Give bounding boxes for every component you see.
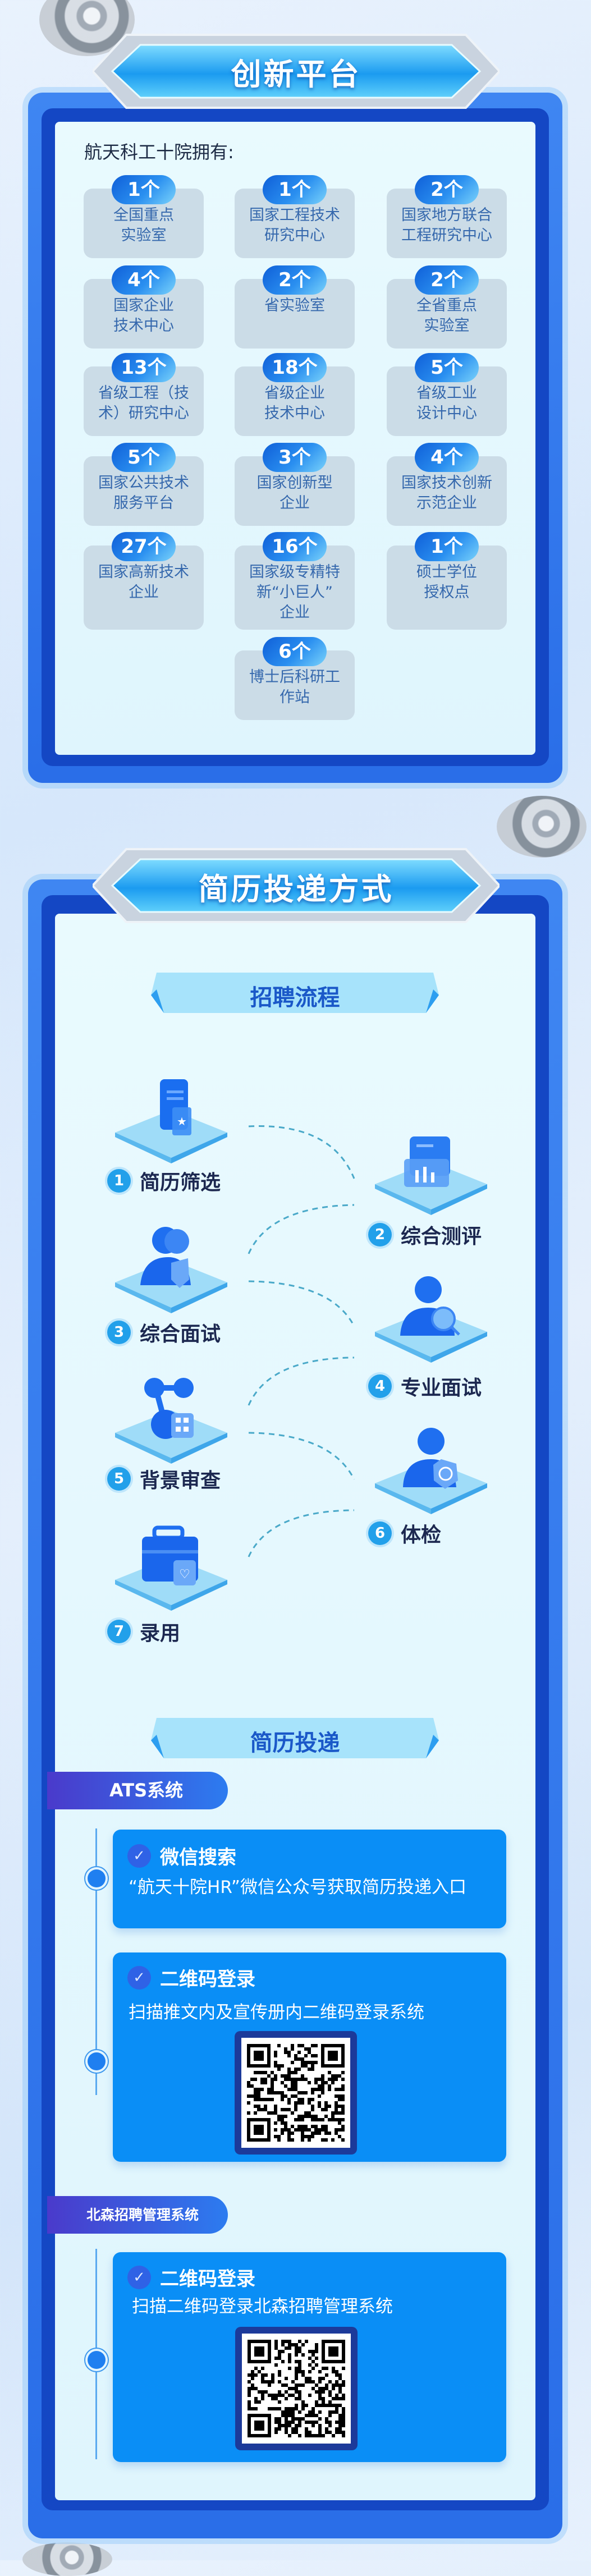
step-number: 1 [107, 1169, 131, 1193]
check-icon: ✓ [127, 2265, 151, 2289]
beisen-qr-code[interactable] [235, 2327, 358, 2450]
connector-line [248, 1356, 355, 1406]
step-label: 背景审查 [140, 1469, 221, 1492]
ats-qr-card: ✓ 二维码登录 扫描推文内及宣传册内二维码登录系统 [113, 1952, 506, 2162]
step-label: 综合测评 [401, 1225, 482, 1248]
connector-line [248, 1509, 355, 1557]
platform-count-badge: 1个 [263, 175, 327, 204]
process-step: 2 综合测评 [368, 1220, 482, 1249]
platform-count-badge: 6个 [263, 637, 327, 666]
card-body: 扫描二维码登录北森招聘管理系统 [132, 2297, 393, 2317]
platform-card: 博士后科研工 作站 [235, 650, 355, 720]
platform-count-badge: 1个 [415, 532, 479, 561]
satellite-image [22, 2542, 112, 2576]
step-label: 简历筛选 [140, 1171, 221, 1194]
ats-label-text: ATS系统 [109, 1780, 184, 1801]
platform-count-badge: 1个 [112, 175, 176, 204]
connector-line [248, 1432, 355, 1480]
step-label: 综合面试 [140, 1323, 221, 1346]
submit-banner [151, 1718, 439, 1758]
intro-text: 航天科工十院拥有: [84, 141, 234, 163]
step-label: 体检 [401, 1524, 442, 1547]
process-step: 3 综合面试 [107, 1318, 221, 1347]
platform-count-badge: 27个 [112, 532, 176, 561]
timeline-dot [88, 1869, 106, 1887]
step-number: 6 [368, 1521, 392, 1545]
process-title: 招聘流程 [250, 985, 340, 1011]
timeline-line [95, 1828, 97, 2095]
platform-count-badge: 2个 [415, 175, 479, 204]
submit-title: 简历投递 [250, 1730, 340, 1756]
step-number: 2 [368, 1223, 392, 1246]
section-title-banner [93, 34, 500, 109]
check-icon: ✓ [127, 1965, 151, 1990]
step-label: 录用 [140, 1622, 181, 1645]
process-connectors [248, 1125, 355, 1557]
card-title: 微信搜索 [160, 1846, 236, 1869]
platform-card: 省级企业 技术中心 [235, 366, 355, 436]
platform-count-badge: 18个 [263, 353, 327, 382]
section-title: 创新平台 [231, 57, 361, 92]
process-step: 7 录用 [107, 1617, 180, 1646]
process-step: 4 专业面试 [368, 1372, 482, 1401]
beisen-qr-card: ✓ 二维码登录 扫描二维码登录北森招聘管理系统 [113, 2252, 506, 2462]
platform-count-badge: 5个 [415, 353, 479, 382]
process-step: 1 简历筛选 [107, 1166, 221, 1195]
connector-line [248, 1280, 355, 1327]
briefcase-heart-icon: ♡ [115, 1525, 227, 1611]
platform-count-badge: 2个 [415, 265, 479, 295]
qr-code-image [247, 2044, 345, 2142]
process-step: 5 背景审查 [107, 1464, 221, 1493]
process-step: 6 体检 [368, 1519, 441, 1548]
step-number: 7 [107, 1620, 131, 1643]
platform-count-badge: 2个 [263, 265, 327, 295]
platform-count-badge: 13个 [112, 353, 176, 382]
connector-line [248, 1125, 355, 1179]
card-body: “航天十院HR”微信公众号获取简历投递入口 [129, 1877, 466, 1897]
card-body: 扫描推文内及宣传册内二维码登录系统 [129, 2002, 424, 2023]
section-title: 简历投递方式 [198, 872, 394, 907]
process-banner [151, 973, 439, 1013]
timeline-dot [88, 2351, 106, 2369]
platform-count-badge: 3个 [263, 443, 327, 472]
person-search-icon [375, 1276, 487, 1363]
svg-text:♡: ♡ [179, 1567, 190, 1582]
step-label: 专业面试 [401, 1377, 482, 1400]
beisen-label-text: 北森招聘管理系统 [86, 2207, 199, 2223]
satellite-image [497, 796, 587, 858]
ats-qr-code[interactable] [235, 2031, 357, 2155]
svg-text:★: ★ [177, 1115, 187, 1128]
person-target-icon [375, 1428, 487, 1514]
group-interview-icon [115, 1227, 227, 1313]
network-grid-icon [115, 1378, 227, 1464]
platform-count-badge: 4个 [415, 443, 479, 472]
step-number: 5 [107, 1467, 131, 1491]
step-number: 4 [368, 1374, 392, 1398]
card-title: 二维码登录 [160, 1968, 255, 1991]
section-title-banner [93, 848, 500, 923]
ats-label: ATS系统 [47, 1772, 228, 1809]
timeline-dot [88, 2052, 106, 2070]
connector-line [248, 1204, 355, 1254]
wechat-search-card: ✓ 微信搜索 “航天十院HR”微信公众号获取简历投递入口 [113, 1830, 506, 1928]
platform-count-badge: 5个 [112, 443, 176, 472]
beisen-label: 北森招聘管理系统 [47, 2196, 228, 2234]
platform-card: 国家创新型 企业 [235, 456, 355, 526]
check-icon: ✓ [127, 1844, 151, 1868]
assessment-chart-icon [375, 1136, 487, 1215]
platform-count-badge: 16个 [263, 532, 327, 561]
resume-star-icon: ★ [115, 1079, 227, 1163]
platform-card: 省级工程（技 术）研究中心 [84, 366, 204, 436]
platform-card: 国家级专精特 新“小巨人” 企业 [235, 546, 355, 630]
platform-count-badge: 4个 [112, 265, 176, 295]
step-number: 3 [107, 1321, 131, 1344]
card-title: 二维码登录 [160, 2268, 255, 2290]
qr-code-image [248, 2340, 345, 2437]
